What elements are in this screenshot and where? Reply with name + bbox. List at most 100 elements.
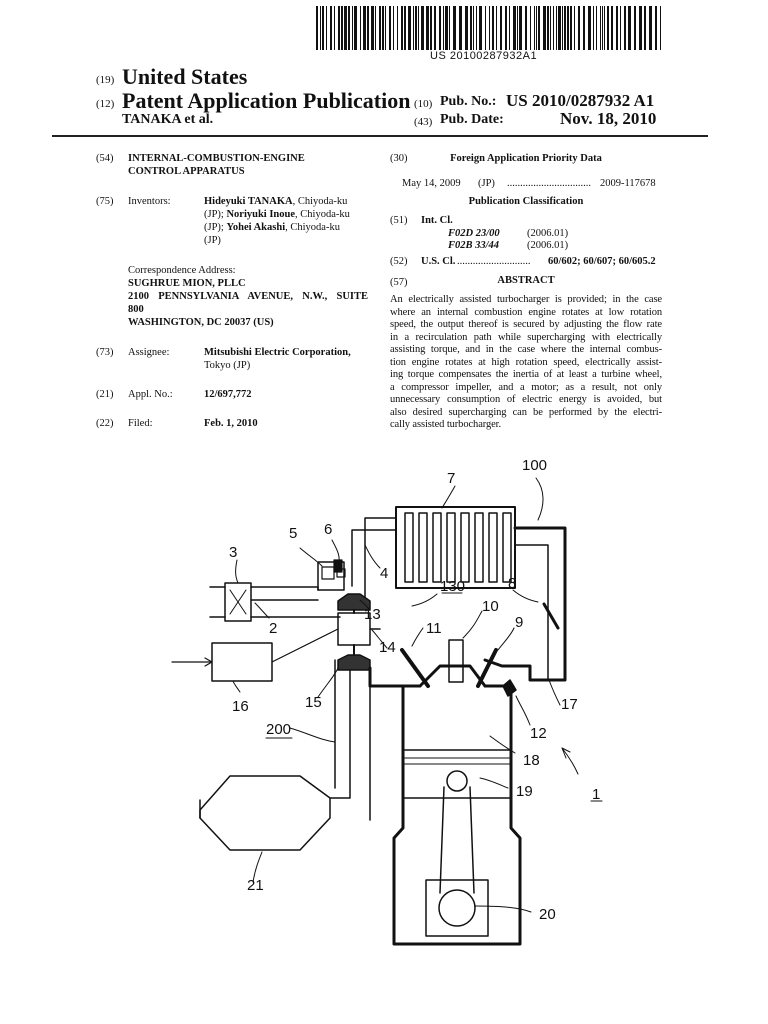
barcode-bar — [476, 6, 477, 50]
barcode-bar — [426, 6, 429, 50]
publication-kind: Patent Application Publication — [122, 88, 411, 113]
abstract-line: An electrically assisted turbocharger is… — [390, 294, 662, 305]
barcode-bar — [517, 6, 518, 50]
intake-valve — [400, 648, 430, 688]
assignee-label: Assignee: — [128, 347, 170, 358]
uscl-code: (52) — [390, 256, 408, 267]
inventors-code: (75) — [96, 196, 114, 207]
label-17: 17 — [561, 696, 578, 713]
barcode-bar — [430, 6, 432, 50]
title-code: (54) — [96, 153, 114, 164]
exhaust-valve — [476, 648, 498, 688]
uscl-label: U.S. Cl. — [421, 256, 456, 267]
label-12: 12 — [530, 725, 547, 742]
barcode-bar — [479, 6, 482, 50]
barcode-bar — [607, 6, 609, 50]
barcode-bar — [604, 6, 605, 50]
barcode-bar — [550, 6, 551, 50]
abstract-title: ABSTRACT — [497, 275, 555, 286]
abstract-line: a compressor impeller, and a motor; as a… — [390, 381, 662, 393]
piston-pin — [446, 770, 468, 792]
barcode-bar — [500, 6, 502, 50]
barcode-bar — [401, 6, 403, 50]
barcode-bar — [655, 6, 657, 50]
correspondence-line-1: SUGHRUE MION, PLLC — [128, 278, 246, 289]
barcode-bar — [596, 6, 597, 50]
intcl-2-date: (2006.01) — [527, 240, 569, 251]
barcode-bar — [489, 6, 490, 50]
abstract-line: speed, the output thereof is secured by … — [390, 319, 662, 330]
controller-to-motor-line — [271, 628, 339, 663]
uscl-value: 60/602; 60/607; 60/605.2 — [548, 256, 656, 267]
barcode-bar — [538, 6, 540, 50]
uscl-dots: ............................ — [457, 256, 531, 267]
barcode-bar — [470, 6, 472, 50]
barcode-bar — [408, 6, 411, 50]
barcode-bar — [547, 6, 549, 50]
abstract-line: unnecessary consumption of electric ener… — [390, 394, 662, 405]
barcode-bar — [588, 6, 591, 50]
title-line-1: INTERNAL-COMBUSTION-ENGINE — [128, 153, 305, 164]
header-rule — [52, 135, 708, 137]
barcode-bar — [564, 6, 566, 50]
barcode-bar — [593, 6, 594, 50]
barcode-bar — [459, 6, 462, 50]
label-11: 11 — [426, 620, 442, 637]
barcode-bar — [316, 6, 318, 50]
pub-date-code: (43) — [414, 116, 433, 128]
barcode-bar — [449, 6, 450, 50]
country-code: (19) — [96, 74, 115, 86]
abstract-line: ing torque compensates the inertia of at… — [390, 369, 662, 380]
appl-code: (21) — [96, 389, 114, 400]
compressor-impeller — [337, 593, 371, 611]
barcode-bar — [543, 6, 546, 50]
barcode-bar — [354, 6, 357, 50]
label-20: 20 — [539, 906, 556, 923]
barcode-bar — [375, 6, 376, 50]
barcode-bar — [628, 6, 631, 50]
label-15: 15 — [305, 694, 322, 711]
intcl-1: F02D 23/00 — [448, 228, 500, 239]
barcode-bar — [644, 6, 646, 50]
barcode-bar — [519, 6, 522, 50]
label-18: 18 — [523, 752, 540, 769]
inventor-line-4: (JP) — [204, 235, 221, 246]
intcl-code: (51) — [390, 215, 408, 226]
label-13: 13 — [364, 606, 381, 623]
crankcase — [425, 879, 489, 937]
connecting-rod — [439, 786, 445, 894]
catalytic-converter — [199, 775, 331, 851]
priority-number: 2009-117678 — [600, 178, 656, 189]
intcl-2: F02B 33/44 — [448, 240, 500, 251]
barcode-bar — [660, 6, 661, 50]
abstract-line: in a recirculation path while supercharg… — [390, 331, 662, 343]
barcode-bar — [413, 6, 414, 50]
label-6: 6 — [324, 521, 332, 538]
barcode-bar — [322, 6, 324, 50]
abstract-body: An electrically assisted turbocharger is… — [390, 294, 662, 432]
barcode-bar — [326, 6, 327, 50]
label-19: 19 — [516, 783, 533, 800]
crankshaft — [438, 889, 476, 927]
label-9: 9 — [515, 614, 523, 631]
barcode-bar — [348, 6, 350, 50]
barcode-bar — [363, 6, 366, 50]
appl-number: 12/697,772 — [204, 389, 252, 400]
intercooler — [395, 506, 516, 589]
barcode-bar — [485, 6, 486, 50]
reference-arrow-1 — [561, 747, 571, 759]
label-200: 200 — [266, 721, 291, 738]
barcode-bar — [415, 6, 417, 50]
filed-date: Feb. 1, 2010 — [204, 418, 258, 429]
publication-classification-title: Publication Classification — [468, 196, 584, 207]
correspondence-label: Correspondence Address: — [128, 265, 236, 276]
priority-dots: ................................ — [507, 178, 591, 189]
barcode-bar — [492, 6, 494, 50]
country-name: United States — [122, 64, 248, 89]
barcode-bar — [634, 6, 636, 50]
assignee-name: Mitsubishi Electric Corporation, — [204, 347, 351, 358]
barcode-bar — [536, 6, 537, 50]
fuel-injector — [502, 679, 517, 697]
abstract-line: tion engine rotates at high rotation spe… — [390, 356, 662, 368]
barcode-bar — [421, 6, 424, 50]
